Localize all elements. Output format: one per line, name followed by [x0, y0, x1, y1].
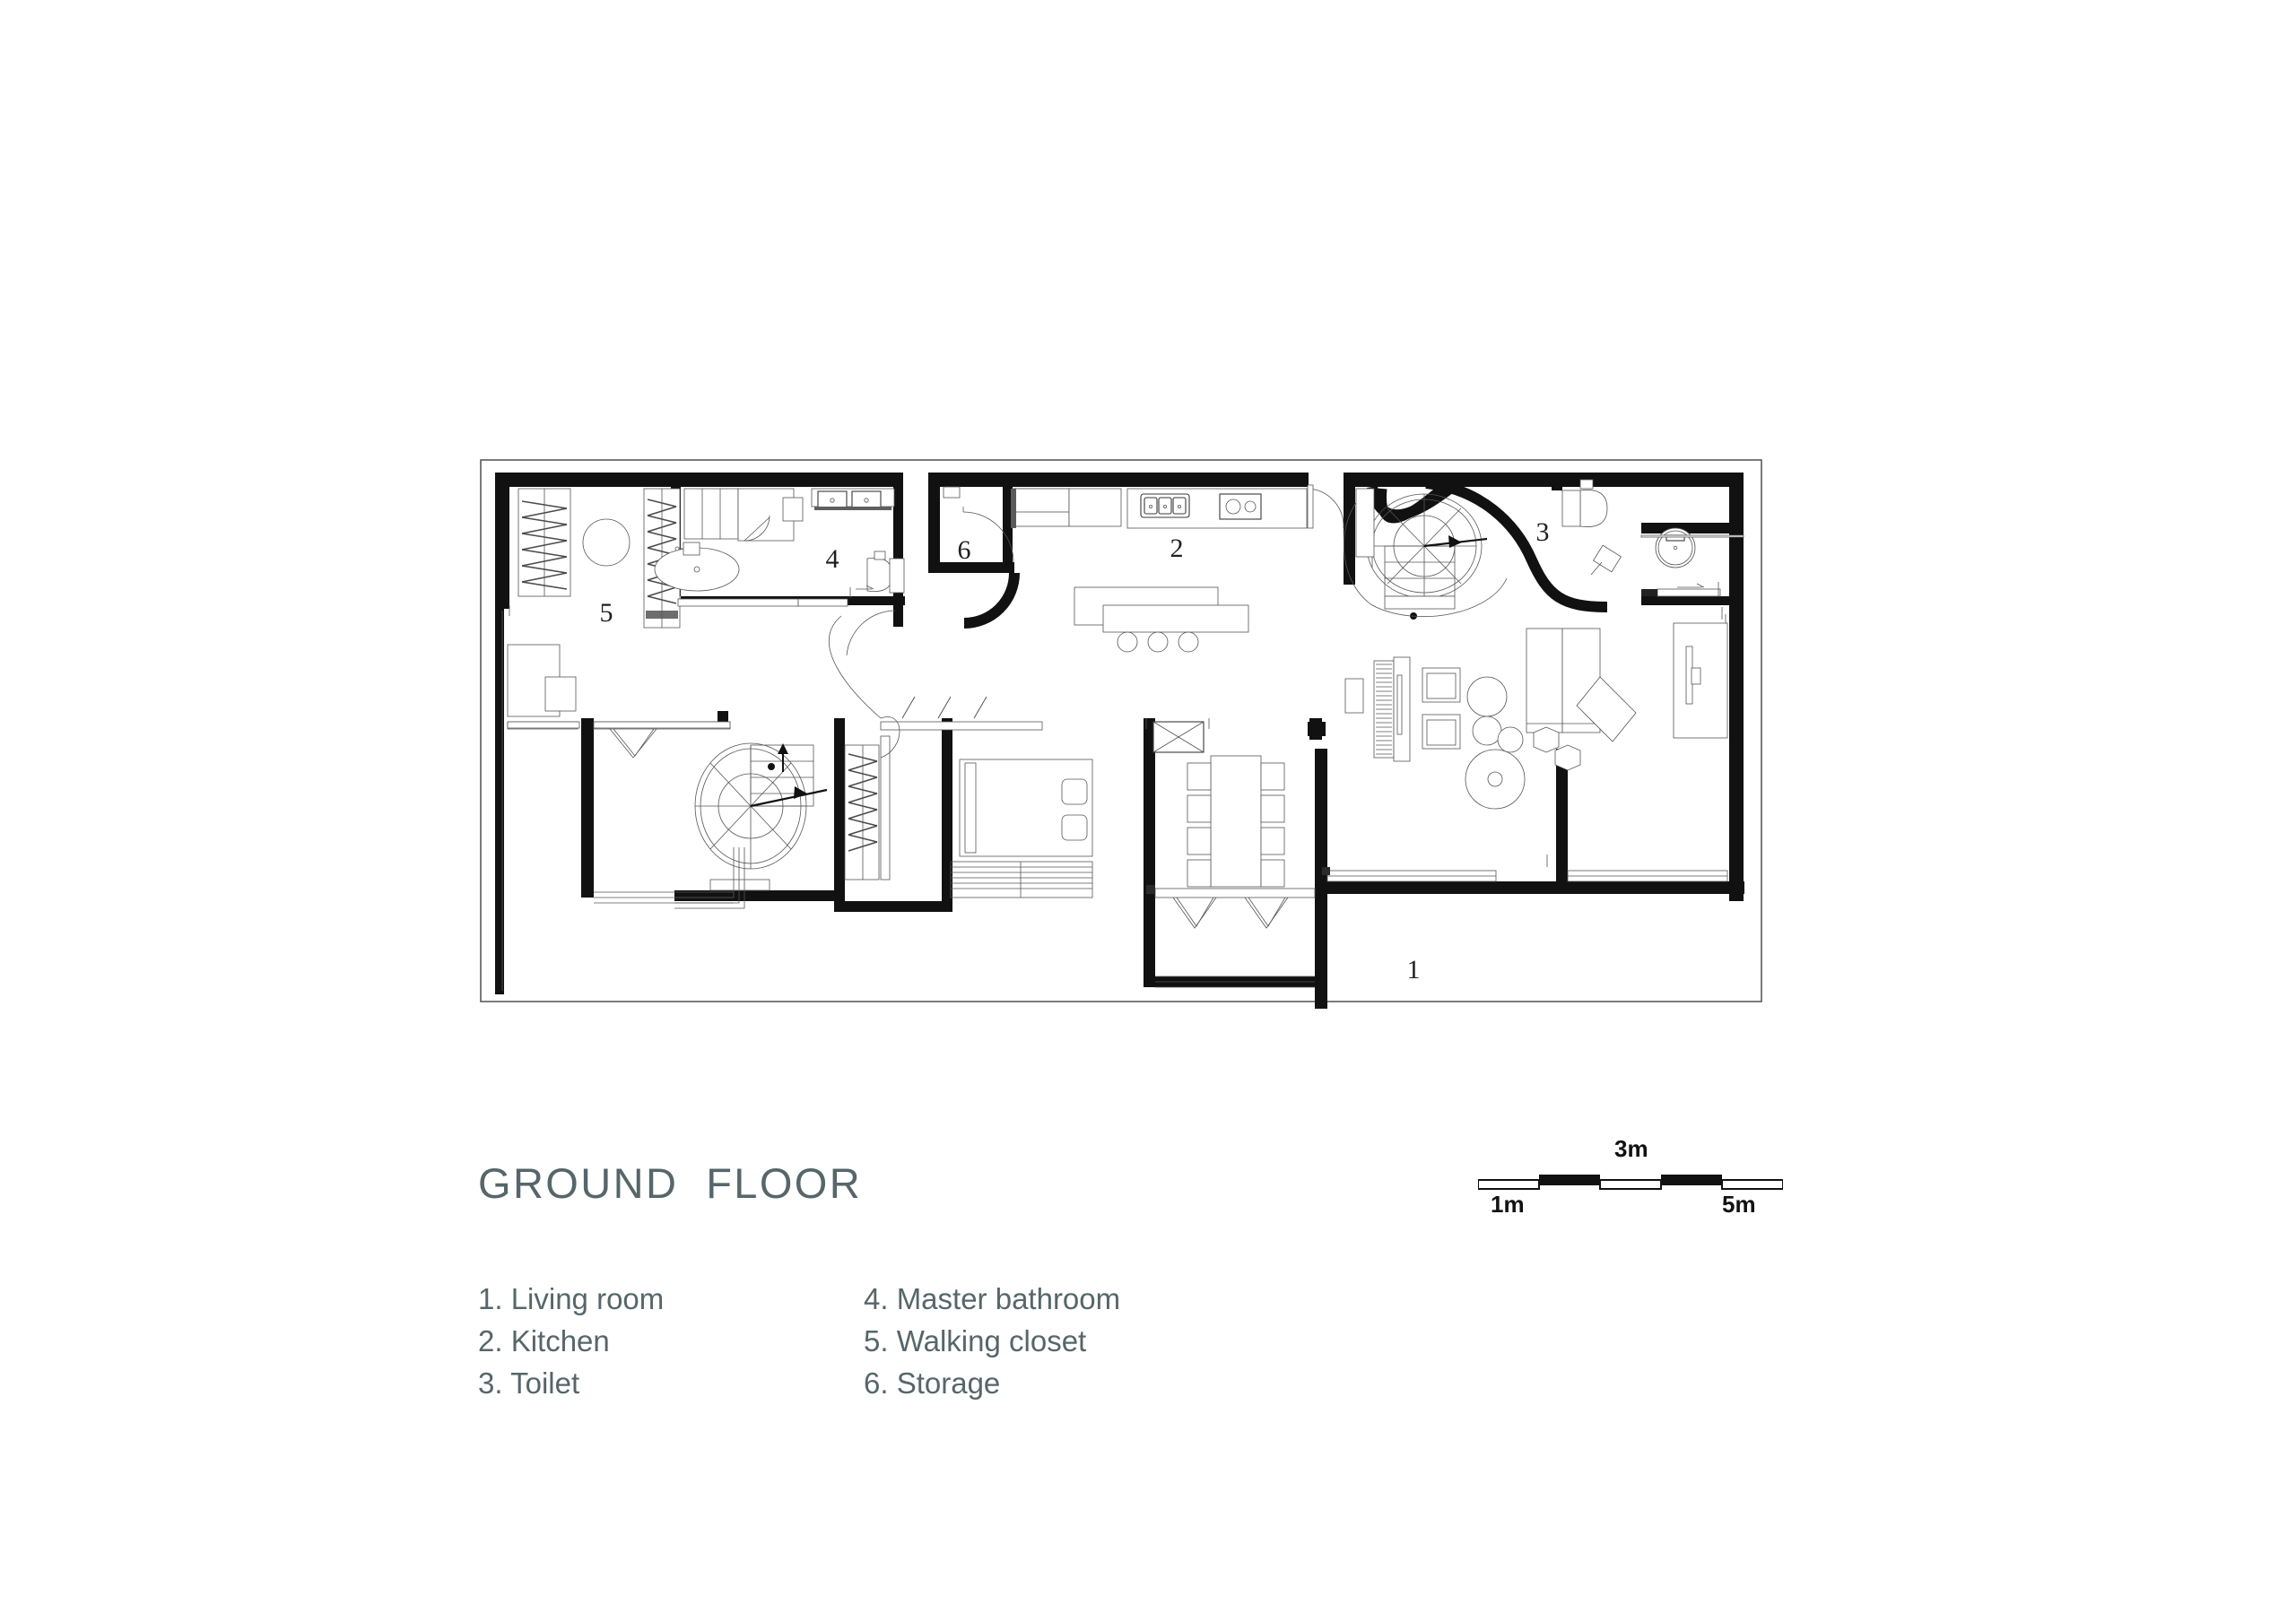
living-room-1 [1322, 607, 1728, 882]
dining-chairs [1187, 762, 1285, 888]
dining-area [1145, 718, 1285, 888]
legend-column-left: 1. Living room 2. Kitchen 3. Toilet [478, 1278, 664, 1404]
scale-bar-graphic [1478, 1175, 1783, 1190]
legend-column-right: 4. Master bathroom 5. Walking closet 6. … [864, 1278, 1120, 1404]
room-label-3: 3 [1536, 517, 1550, 547]
scale-label-1m: 1m [1491, 1191, 1525, 1218]
room-number-labels: 1 2 3 4 5 6 [600, 517, 1550, 984]
room-label-2: 2 [1170, 533, 1184, 563]
room-label-1: 1 [1407, 955, 1421, 984]
legend-item: 3. Toilet [478, 1366, 580, 1400]
scale-label-5m: 5m [1722, 1191, 1756, 1218]
sliding-glass-doors [501, 611, 731, 991]
exterior-walls [495, 473, 1744, 1009]
kitchen-2 [1011, 484, 1344, 653]
legend-item: 6. Storage [864, 1366, 1001, 1400]
room-label-4: 4 [826, 544, 839, 574]
storage-6 [943, 486, 1014, 563]
bedroom [829, 615, 1093, 898]
spiral-staircase-right [1344, 488, 1508, 620]
master-bathroom-4 [654, 488, 905, 656]
legend-item: 5. Walking closet [864, 1324, 1087, 1357]
legend-item: 2. Kitchen [478, 1324, 610, 1357]
room-label-5: 5 [600, 598, 613, 628]
page-title: GROUND FLOOR [478, 1159, 863, 1207]
spiral-staircase-left [694, 742, 828, 891]
toilet-3 [1561, 479, 1744, 627]
scale-bar: 3m 1m 5m [1478, 1135, 1783, 1234]
floor-plan-drawing: .w { fill:#111111; stroke:none; } /* sol… [475, 453, 1767, 1009]
legend-item: 4. Master bathroom [864, 1282, 1121, 1315]
room-label-6: 6 [958, 535, 971, 565]
scale-label-3m: 3m [1614, 1135, 1648, 1162]
legend-item: 1. Living room [478, 1282, 665, 1315]
